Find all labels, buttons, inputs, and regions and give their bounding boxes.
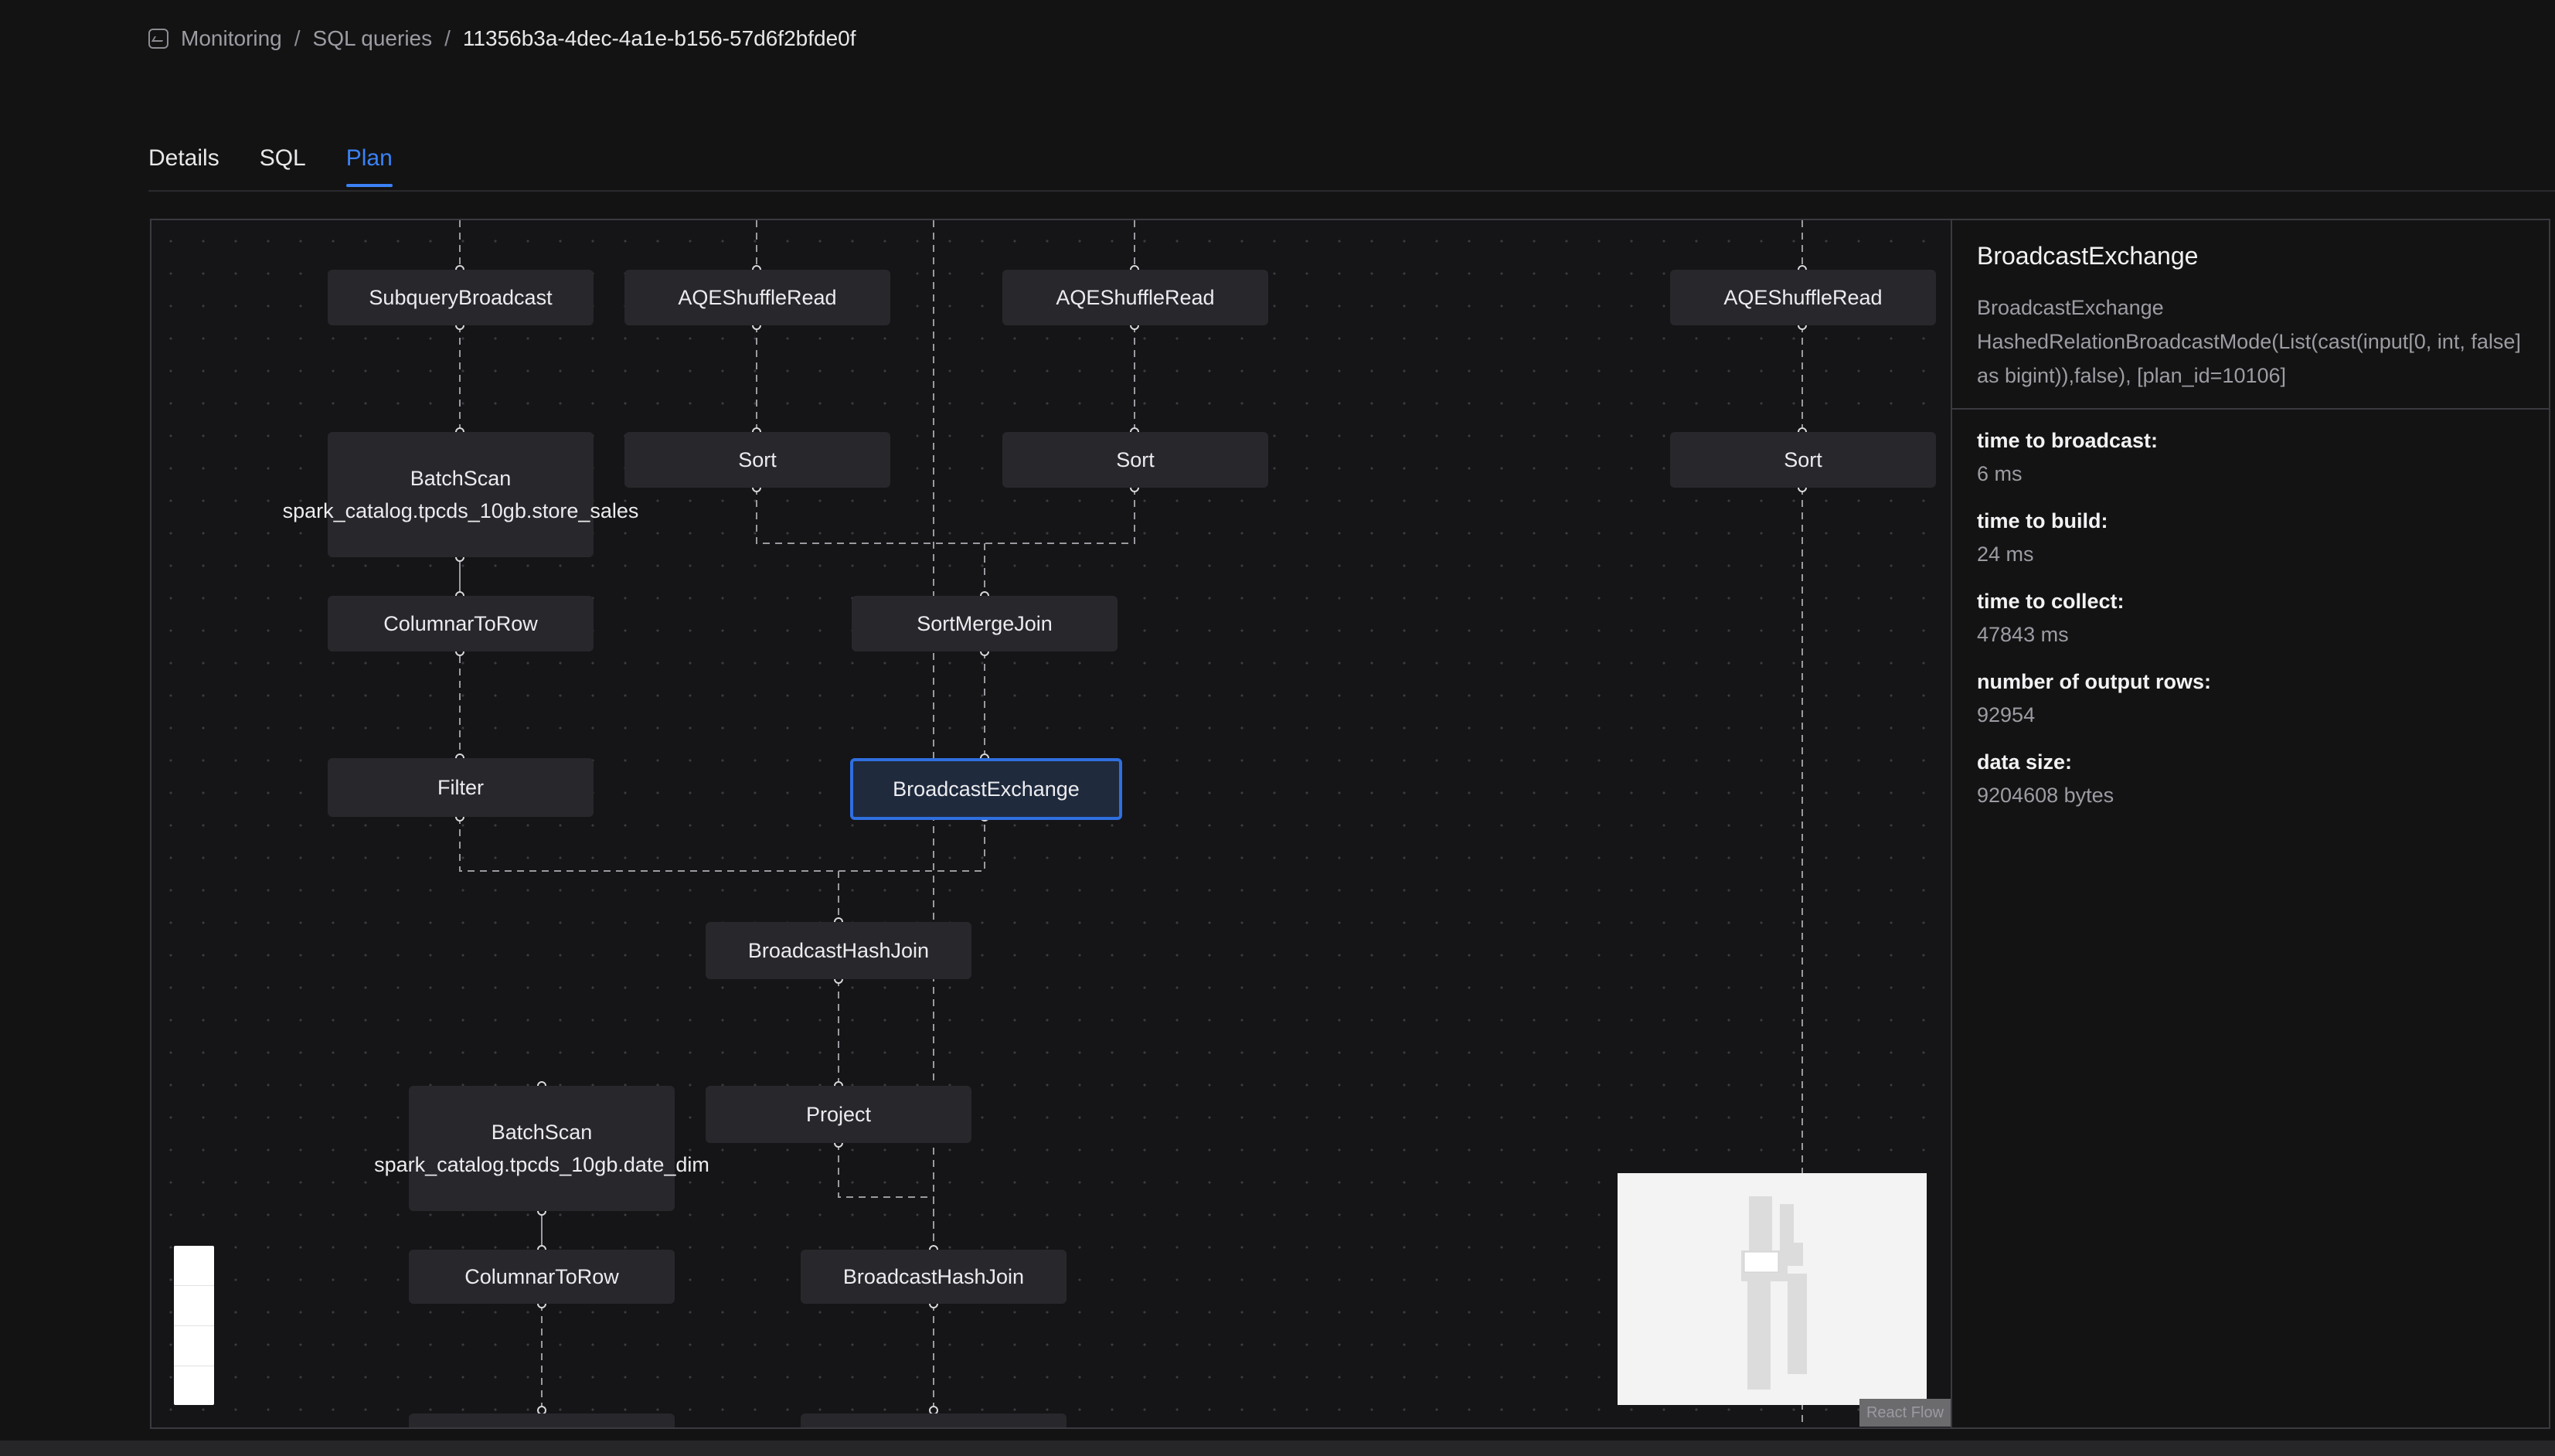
metric-label: time to build: xyxy=(1977,509,2108,532)
plan-node-aqeshuffleread[interactable]: AQEShuffleRead xyxy=(1002,270,1268,325)
metric-label: time to collect: xyxy=(1977,590,2125,613)
plan-node-broadcasthashjoin[interactable]: BroadcastHashJoin xyxy=(706,922,971,979)
plan-node-partial[interactable] xyxy=(801,1413,1067,1427)
metric-value: 47843 ms xyxy=(1977,623,2069,646)
metric-value: 24 ms xyxy=(1977,543,2034,566)
plan-node-broadcastexchange[interactable]: BroadcastExchange xyxy=(850,758,1122,820)
zoom-controls xyxy=(174,1246,214,1405)
detail-description: BroadcastExchange HashedRelationBroadcas… xyxy=(1977,296,2521,387)
plan-node-sortmergejoin[interactable]: SortMergeJoin xyxy=(852,596,1118,651)
bottom-scrollbar[interactable] xyxy=(0,1441,2555,1456)
zoom-out-button[interactable] xyxy=(174,1286,214,1326)
tabs-divider xyxy=(148,190,2555,192)
plan-node-filter[interactable]: Filter xyxy=(328,758,594,817)
metric-label: data size: xyxy=(1977,750,2073,774)
breadcrumb-separator: / xyxy=(444,26,451,50)
tab-bar: Details SQL Plan xyxy=(148,139,433,187)
plan-node-project[interactable]: Project xyxy=(706,1086,971,1143)
minimap-attribution[interactable]: React Flow xyxy=(1859,1399,1951,1427)
breadcrumb-sql-queries[interactable]: SQL queries xyxy=(312,26,433,50)
metric-output-rows: number of output rows: 92954 xyxy=(1977,665,2524,731)
plan-node-batchscan-store-sales[interactable]: BatchScan spark_catalog.tpcds_10gb.store… xyxy=(283,432,638,557)
monitoring-icon xyxy=(148,29,168,49)
metric-time-to-collect: time to collect: 47843 ms xyxy=(1977,584,2524,651)
plan-node-columnartorow[interactable]: ColumnarToRow xyxy=(328,596,594,651)
tab-plan[interactable]: Plan xyxy=(345,139,393,187)
minimap-graph xyxy=(1741,1196,1807,1390)
metric-value: 9204608 bytes xyxy=(1977,784,2114,807)
metric-value: 92954 xyxy=(1977,703,2036,726)
metrics-list: time to broadcast: 6 ms time to build: 2… xyxy=(1952,410,2549,839)
tab-sql[interactable]: SQL xyxy=(259,145,306,171)
breadcrumb-separator: / xyxy=(294,26,301,50)
detail-header: BroadcastExchange BroadcastExchange Hash… xyxy=(1952,220,2549,410)
plan-canvas[interactable]: SubqueryBroadcast AQEShuffleRead AQEShuf… xyxy=(150,219,1951,1429)
breadcrumb-query-id: 11356b3a-4dec-4a1e-b156-57d6f2bfde0f xyxy=(462,26,856,50)
plan-node-sort[interactable]: Sort xyxy=(1002,432,1268,488)
detail-title: BroadcastExchange xyxy=(1977,242,2199,270)
breadcrumb-monitoring[interactable]: Monitoring xyxy=(181,26,282,50)
metric-label: time to broadcast: xyxy=(1977,429,2159,452)
plan-node-broadcasthashjoin[interactable]: BroadcastHashJoin xyxy=(801,1250,1067,1304)
metric-label: number of output rows: xyxy=(1977,670,2211,693)
metric-data-size: data size: 9204608 bytes xyxy=(1977,745,2524,811)
plan-node-subquerybroadcast[interactable]: SubqueryBroadcast xyxy=(328,270,594,325)
plan-node-sort[interactable]: Sort xyxy=(1670,432,1936,488)
tab-details[interactable]: Details xyxy=(148,145,219,171)
plan-node-aqeshuffleread[interactable]: AQEShuffleRead xyxy=(1670,270,1936,325)
metric-value: 6 ms xyxy=(1977,462,2023,485)
fit-view-button[interactable] xyxy=(174,1326,214,1366)
plan-node-aqeshuffleread[interactable]: AQEShuffleRead xyxy=(624,270,890,325)
metric-time-to-build: time to build: 24 ms xyxy=(1977,504,2524,570)
metric-time-to-broadcast: time to broadcast: 6 ms xyxy=(1977,424,2524,490)
minimap[interactable] xyxy=(1618,1173,1927,1405)
lock-button[interactable] xyxy=(174,1366,214,1406)
plan-node-columnartorow[interactable]: ColumnarToRow xyxy=(409,1250,675,1304)
plan-node-partial[interactable] xyxy=(409,1413,675,1427)
node-detail-panel: BroadcastExchange BroadcastExchange Hash… xyxy=(1951,219,2550,1429)
zoom-in-button[interactable] xyxy=(174,1246,214,1286)
plan-node-batchscan-date-dim[interactable]: BatchScan spark_catalog.tpcds_10gb.date_… xyxy=(374,1086,709,1211)
breadcrumb: Monitoring / SQL queries / 11356b3a-4dec… xyxy=(148,23,856,54)
plan-node-sort[interactable]: Sort xyxy=(624,432,890,488)
